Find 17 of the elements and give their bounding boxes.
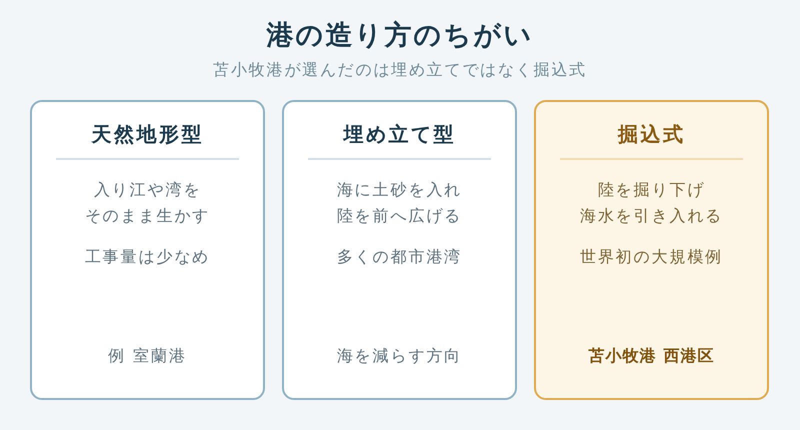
card-footer: 苫小牧港 西港区	[588, 343, 714, 369]
card-note: 多くの都市港湾	[336, 246, 462, 268]
subtitle: 苫小牧港が選んだのは埋め立てではなく掘込式	[213, 59, 587, 81]
card-note: 工事量は少なめ	[84, 246, 210, 268]
card-panel	[30, 100, 265, 400]
card-footer: 例 室蘭港	[108, 343, 187, 369]
card-note: 世界初の大規模例	[580, 246, 724, 268]
card-panel	[282, 100, 517, 400]
card-heading: 埋め立て型	[343, 121, 456, 148]
card-description: 海に土砂を入れ陸を前へ広げる	[336, 179, 462, 227]
card-footer: 海を減らす方向	[336, 343, 462, 369]
card-description: 入り江や湾をそのまま生かす	[84, 179, 210, 227]
card-panel	[534, 100, 769, 400]
card-heading: 掘込式	[618, 121, 686, 148]
title: 港の造り方のちがい	[266, 19, 534, 53]
card-heading: 天然地形型	[91, 121, 204, 148]
card-description: 陸を掘り下げ海水を引き入れる	[580, 179, 724, 227]
